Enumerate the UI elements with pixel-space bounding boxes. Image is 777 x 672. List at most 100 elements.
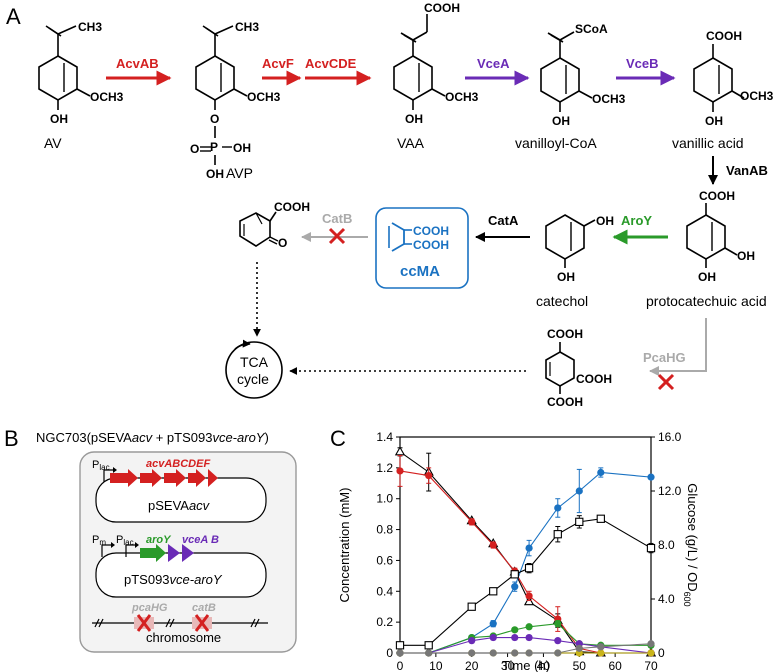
pcahg-gene-label: pcaHG <box>131 602 168 614</box>
data-point <box>489 541 497 549</box>
gene-arrow-vcea <box>168 544 180 562</box>
enzyme-cata: CatA <box>488 213 519 228</box>
data-point <box>467 602 476 611</box>
panel-a-label: A <box>6 4 21 29</box>
cm-cooh-top: COOH <box>547 327 583 341</box>
data-point <box>489 587 498 596</box>
enzyme-aroy: AroY <box>621 213 652 228</box>
gene-arrow-acv-3 <box>164 469 186 487</box>
y2-tick-label: 4.0 <box>658 592 675 606</box>
enzyme-pcahg: PcaHG <box>643 350 686 365</box>
data-point <box>524 563 534 573</box>
avp-ch3: CH3 <box>235 20 259 34</box>
data-point <box>553 530 562 539</box>
data-point <box>554 637 562 645</box>
data-point <box>647 649 655 657</box>
strain-title: NGC703(pSEVAacv + pTS093vce-aroY) <box>36 430 269 445</box>
av-ch3: CH3 <box>78 20 102 34</box>
series-line <box>400 637 652 654</box>
enzyme-vcea: VceA <box>477 56 510 71</box>
carboxymuconate-structure: COOH COOH COOH <box>545 327 612 409</box>
x-tick-label: 40 <box>537 659 551 672</box>
enzyme-acvab: AcvAB <box>116 56 159 71</box>
avp-name: AVP <box>226 165 253 181</box>
data-point <box>489 633 497 642</box>
data-point <box>489 620 497 628</box>
enzyme-acvf: AcvF <box>262 56 294 71</box>
data-point <box>468 637 476 645</box>
data-point <box>597 643 605 651</box>
plac-label-1: Plac <box>92 459 110 472</box>
cm-cooh-bottom: COOH <box>547 395 583 409</box>
muconolactone-structure: COOH O <box>239 200 310 250</box>
pca-oh-bottom: OH <box>698 270 716 284</box>
vaa-structure: COOH OCH3 OH VAA <box>393 1 479 151</box>
plasmid2-name: pTS093vce-aroY <box>124 572 223 587</box>
y-tick-label: 0 <box>386 646 393 660</box>
data-point <box>525 633 533 642</box>
series-line <box>400 623 651 654</box>
data-point <box>394 446 406 456</box>
data-point <box>489 649 497 657</box>
avp-p: P <box>210 140 218 154</box>
acv-operon-label: acvABCDEF <box>146 458 210 470</box>
vaa-cooh: COOH <box>424 1 460 15</box>
gene-arrow-aroy <box>140 544 166 562</box>
data-point <box>468 518 476 526</box>
ccma-cooh-top: COOH <box>413 224 449 238</box>
gene-arrow-acv-1 <box>110 469 138 487</box>
data-point <box>575 487 583 495</box>
vanilloyl-scoa: SCoA <box>575 22 608 36</box>
y2-tick-label: 8.0 <box>658 538 675 552</box>
panel-b-label: B <box>4 426 19 451</box>
y2-axis-label: Glucose (g/L) / OD600 <box>682 483 700 606</box>
data-point <box>425 649 433 657</box>
data-point <box>510 570 519 579</box>
y-tick-label: 0.2 <box>376 615 393 629</box>
data-point <box>468 649 476 657</box>
muconolactone-o: O <box>278 236 287 250</box>
vce-genes-label: vceA B <box>182 534 219 546</box>
y2-tick-label: 12.0 <box>658 484 682 498</box>
gene-arrow-vceb <box>182 544 194 562</box>
series-line <box>400 518 652 646</box>
av-oh: OH <box>50 112 68 126</box>
data-point <box>597 649 605 657</box>
x-tick-label: 0 <box>397 659 404 672</box>
cm-cooh-right: COOH <box>576 372 612 386</box>
aroy-gene-label: aroY <box>146 534 172 546</box>
tca-line1: TCA <box>240 354 269 370</box>
y-axis-label: Concentration (mM) <box>337 488 352 603</box>
data-point <box>646 543 656 553</box>
panel-c-label: C <box>330 426 346 451</box>
enzyme-vceb: VceB <box>626 56 659 71</box>
ccma-name: ccMA <box>400 263 440 280</box>
vanilloyl-och3: OCH3 <box>592 92 626 106</box>
y-tick-label: 1.2 <box>376 461 393 475</box>
series-line <box>400 471 652 654</box>
plasmid-pts093: Pm Plac aroY vceA B pTS093vce-aroY <box>92 534 267 598</box>
data-point <box>525 649 533 657</box>
avp-o-link: O <box>210 112 219 126</box>
avp-oh-right: OH <box>233 141 251 155</box>
catechol-oh-right: OH <box>596 214 614 228</box>
y-tick-label: 1.0 <box>376 492 393 506</box>
plot-frame <box>399 436 652 654</box>
pca-cooh: COOH <box>699 189 735 203</box>
data-point <box>575 517 584 527</box>
y2-tick-label: 16.0 <box>658 430 682 444</box>
chromosome-map: pcaHG catB chromosome <box>92 602 268 645</box>
data-point <box>596 514 605 523</box>
data-point <box>511 583 519 591</box>
avp-structure: O P O OH OH CH3 OCH3 AVP <box>190 20 281 181</box>
tca-cycle-icon: TCA cycle <box>225 339 283 399</box>
x-tick-label: 50 <box>573 659 587 672</box>
ccma-box: COOH COOH ccMA <box>375 207 469 289</box>
pca-oh-right: OH <box>737 249 755 263</box>
x-axis-label: Time (h) <box>502 658 550 672</box>
y-tick-label: 0.4 <box>376 584 393 598</box>
catb-gene-label: catB <box>192 602 216 614</box>
y-tick-label: 0.8 <box>376 523 393 537</box>
x-tick-label: 20 <box>465 659 479 672</box>
ccma-cooh-bottom: COOH <box>413 238 449 252</box>
